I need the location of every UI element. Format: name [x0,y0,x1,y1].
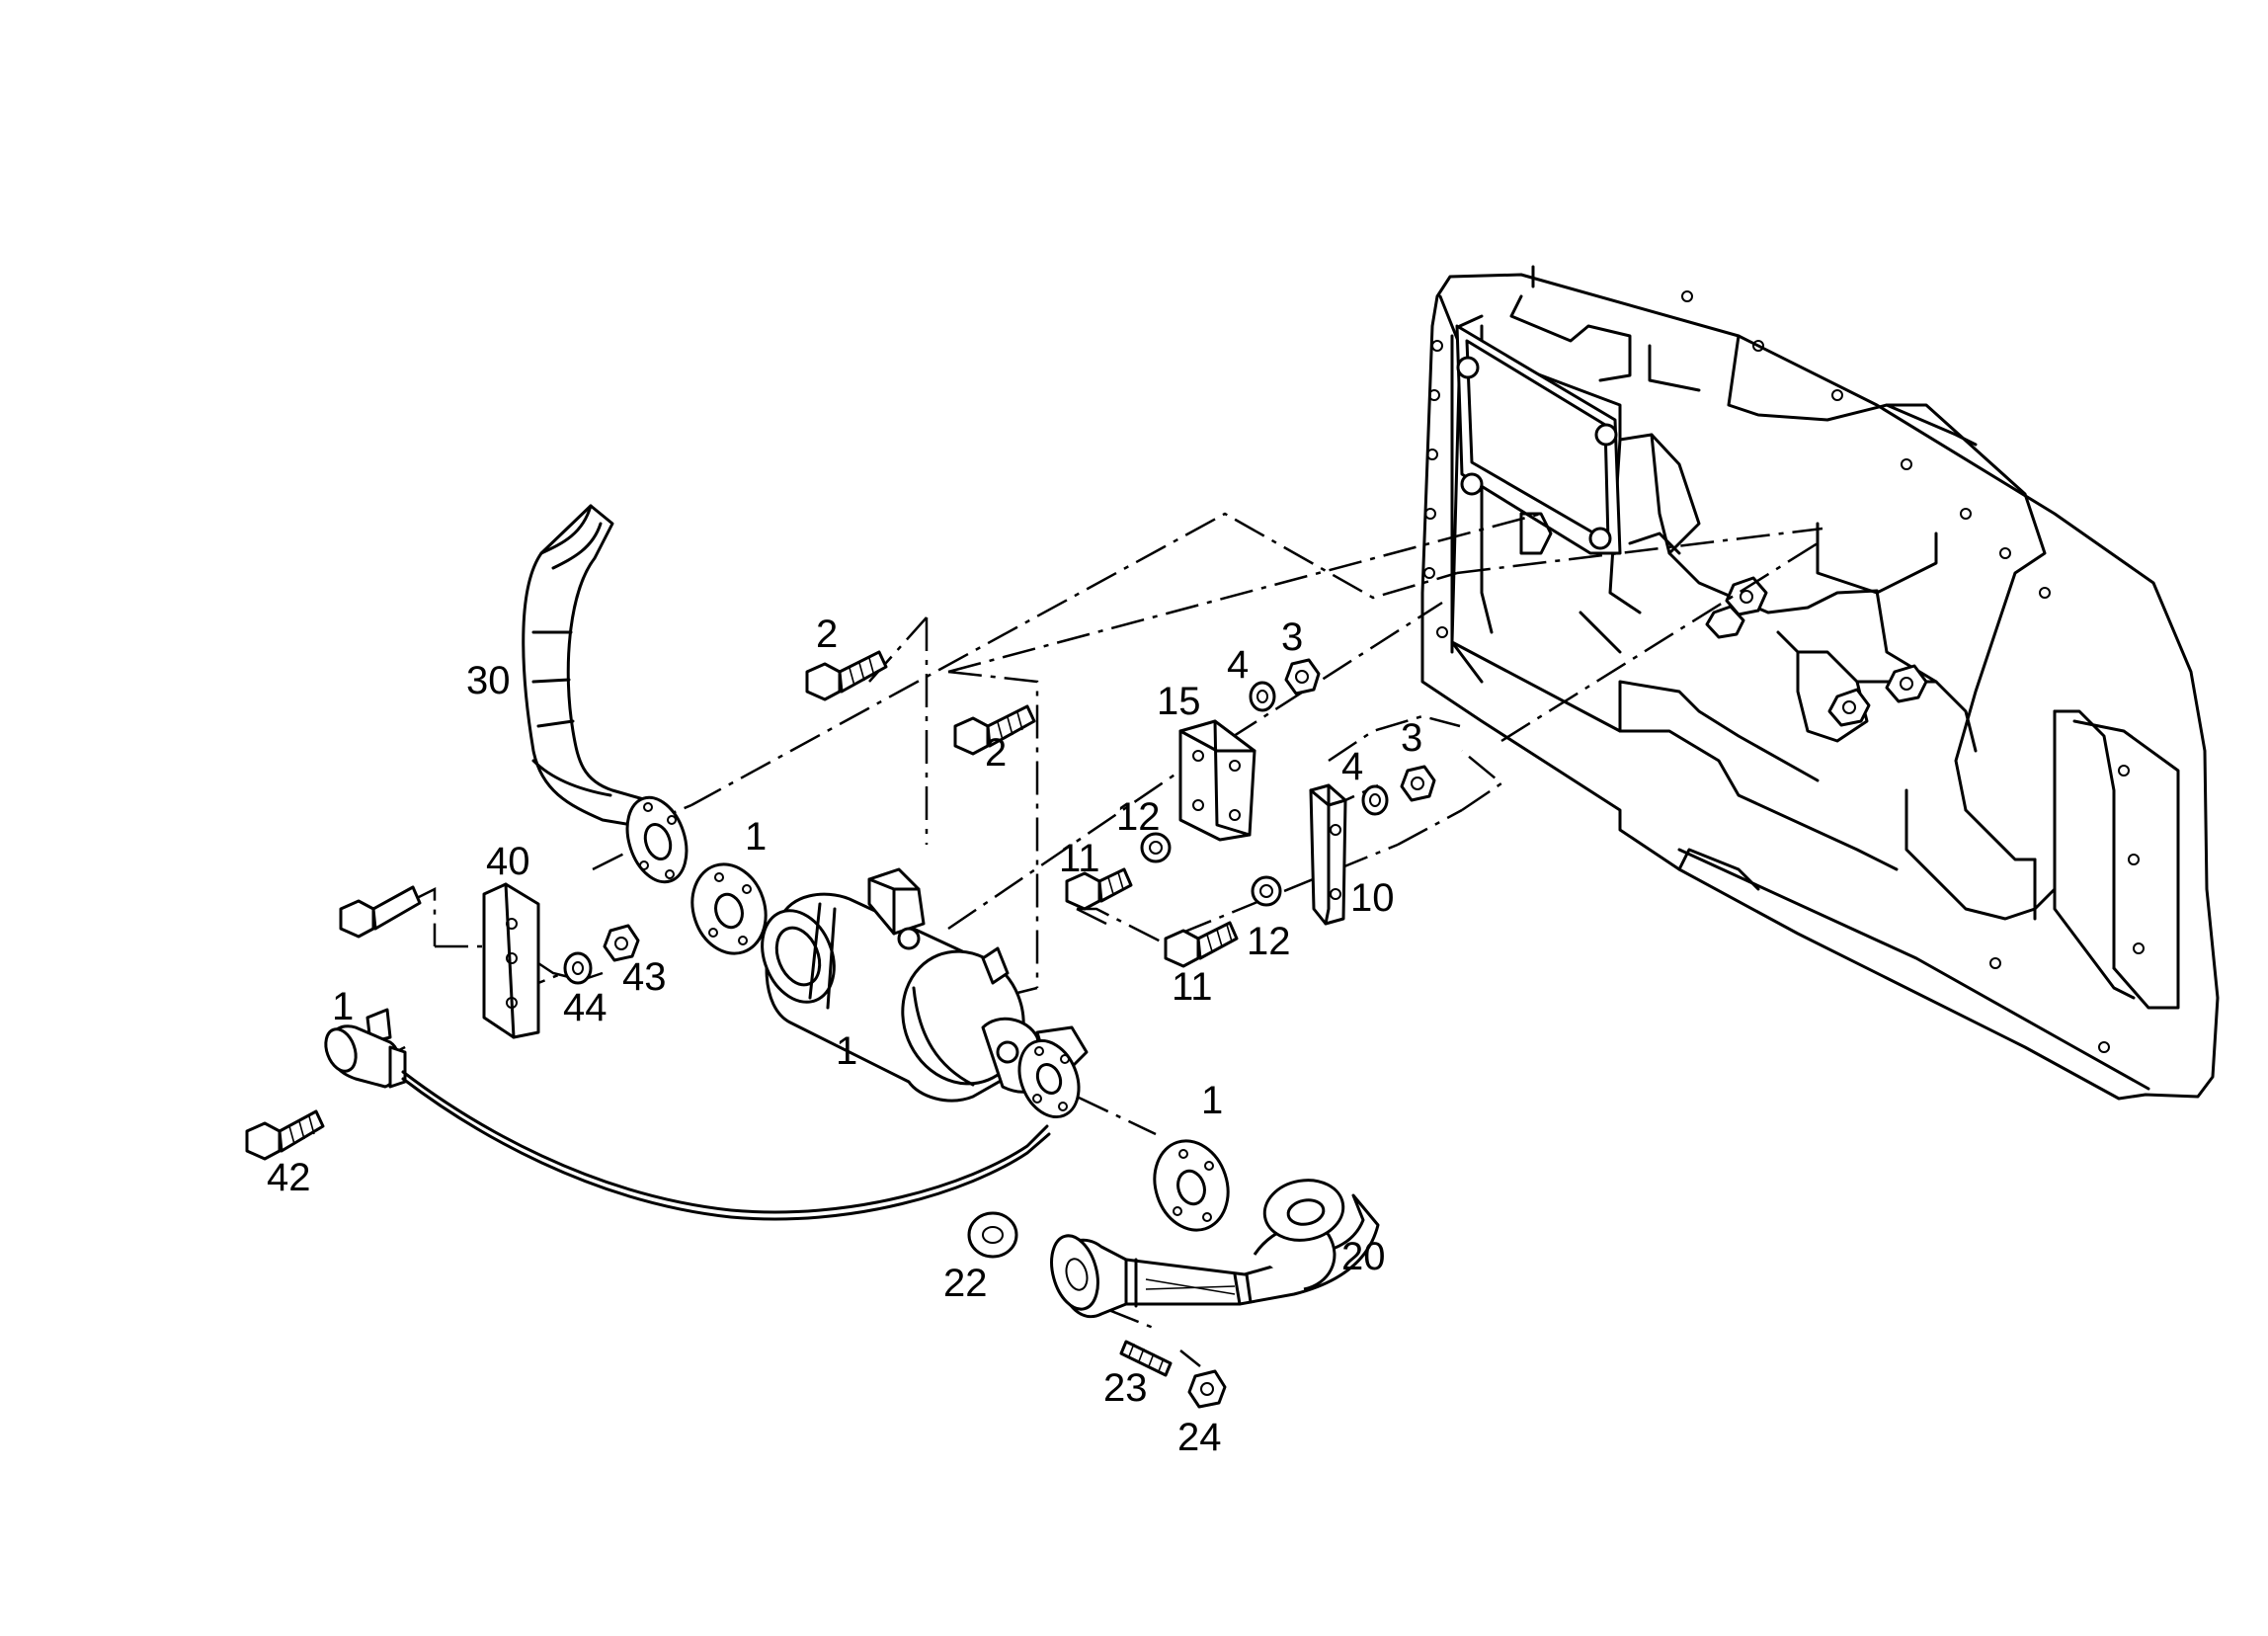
callout-42: 42 [267,1156,311,1199]
callout-4-lower: 4 [1341,745,1363,788]
nut-3-upper [1284,658,1321,695]
callout-1-sensor: 1 [332,985,354,1028]
bolt-11-lower [1164,921,1239,968]
callout-4-upper: 4 [1227,643,1249,687]
callout-3-upper: 3 [1281,615,1303,659]
callout-44: 44 [563,986,608,1029]
callout-labels: 30 2 2 15 4 3 4 3 12 11 10 12 11 1 40 44… [267,613,1422,1459]
bolt-2-upper [805,650,888,701]
bracket-10 [1309,783,1347,926]
pipe-30 [522,504,688,884]
retarder-unit-1 [761,867,1089,1119]
washer-4-upper [1249,681,1276,712]
callout-20: 20 [1341,1235,1386,1278]
gasket-1-upper [690,862,768,955]
sensor-1 [324,1008,407,1089]
callout-23: 23 [1103,1366,1148,1410]
callout-1-unit: 1 [836,1029,857,1073]
washer-4-lower [1361,784,1389,816]
transmission-housing [1420,265,2220,1101]
bracket-15 [1178,719,1256,842]
washer-22 [967,1211,1018,1259]
callout-3-lower: 3 [1401,716,1422,760]
stud-23 [1119,1340,1173,1377]
bolt-11-upper [1065,867,1133,911]
bolt-2-lower [953,704,1036,756]
callout-2-lower: 2 [985,731,1007,775]
callout-10: 10 [1350,876,1395,920]
callout-24: 24 [1177,1416,1222,1459]
callout-11-lower: 11 [1172,965,1213,1009]
sensor-cable [401,1070,1051,1221]
callout-40: 40 [486,840,530,883]
callout-1-gasket-upper: 1 [745,815,767,859]
callout-15: 15 [1157,680,1201,723]
pipe-20 [1050,1179,1380,1319]
nut-43 [603,924,640,962]
callout-22: 22 [943,1262,988,1305]
plate-40 [482,882,540,1039]
callout-1-gasket-lower: 1 [1201,1079,1223,1122]
washer-12-upper [1140,832,1172,863]
callout-30: 30 [466,659,511,702]
callout-12-upper: 12 [1116,795,1161,839]
washer-44 [563,951,593,985]
callout-2-upper: 2 [816,613,838,656]
bolt-42 [245,1109,325,1161]
nut-3-lower [1400,765,1436,802]
callout-12-lower: 12 [1247,920,1291,963]
callout-43: 43 [622,955,667,999]
gasket-1-lower [1153,1139,1230,1232]
washer-12-lower [1251,875,1282,907]
callout-11-upper: 11 [1059,837,1100,880]
bolt-upper-left [339,885,422,939]
nut-24 [1187,1369,1227,1409]
